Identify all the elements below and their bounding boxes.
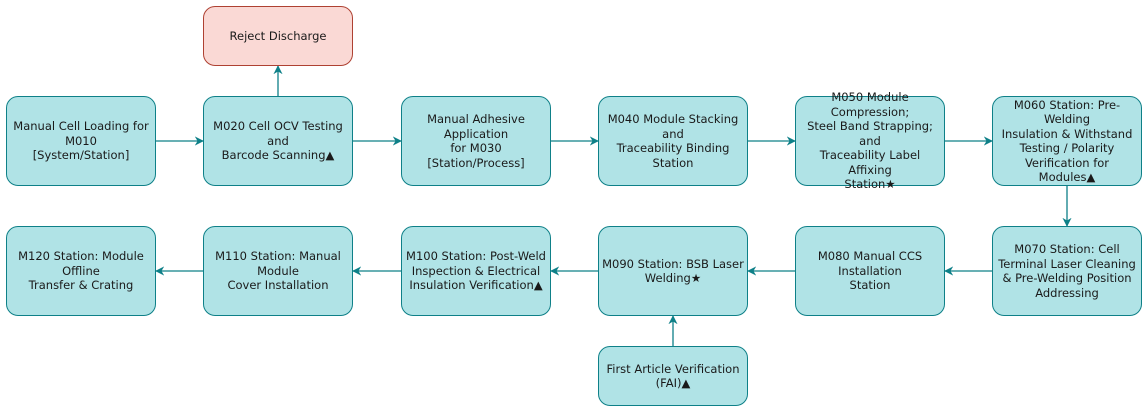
node-m110[interactable]: M110 Station: Manual Module Cover Instal… <box>203 226 353 316</box>
node-m060[interactable]: M060 Station: Pre- Welding Insulation & … <box>992 96 1142 186</box>
node-reject-discharge[interactable]: Reject Discharge <box>203 6 353 66</box>
node-m040[interactable]: M040 Module Stacking and Traceability Bi… <box>598 96 748 186</box>
node-m020[interactable]: M020 Cell OCV Testing and Barcode Scanni… <box>203 96 353 186</box>
node-m120[interactable]: M120 Station: Module Offline Transfer & … <box>6 226 156 316</box>
node-m090[interactable]: M090 Station: BSB Laser Welding★ <box>598 226 748 316</box>
node-fai[interactable]: First Article Verification (FAI)▲ <box>598 346 748 406</box>
node-m030[interactable]: Manual Adhesive Application for M030 [St… <box>401 96 551 186</box>
node-m010[interactable]: Manual Cell Loading for M010 [System/Sta… <box>6 96 156 186</box>
node-m050[interactable]: M050 Module Compression; Steel Band Stra… <box>795 90 945 191</box>
node-m100[interactable]: M100 Station: Post-Weld Inspection & Ele… <box>401 226 551 316</box>
node-m080[interactable]: M080 Manual CCS Installation Station <box>795 226 945 316</box>
node-m070[interactable]: M070 Station: Cell Terminal Laser Cleani… <box>992 226 1142 316</box>
